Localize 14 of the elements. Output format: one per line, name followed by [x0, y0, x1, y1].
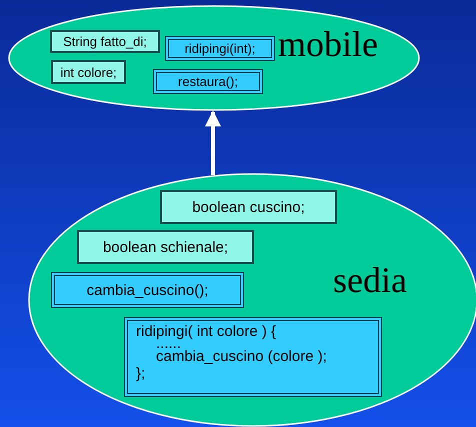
attribute-box: boolean schienale;: [77, 230, 254, 264]
code-line: };: [136, 365, 146, 382]
method-box: ridipingi(int);: [165, 36, 275, 61]
code-line: cambia_cuscino (colore );: [155, 348, 327, 365]
class-name: mobile: [278, 26, 378, 62]
method-box: restaura();: [153, 69, 263, 94]
code-line: ridipingi( int colore ) {: [136, 323, 276, 340]
code-line: ......: [156, 340, 182, 348]
method-box: cambia_cuscino();: [51, 272, 244, 308]
attribute-box: String fatto_di;: [50, 30, 160, 53]
inheritance-arrow: [205, 110, 221, 176]
attribute-box: int colore;: [51, 60, 126, 84]
attribute-box: boolean cuscino;: [160, 190, 337, 224]
class-name: sedia: [333, 262, 407, 298]
